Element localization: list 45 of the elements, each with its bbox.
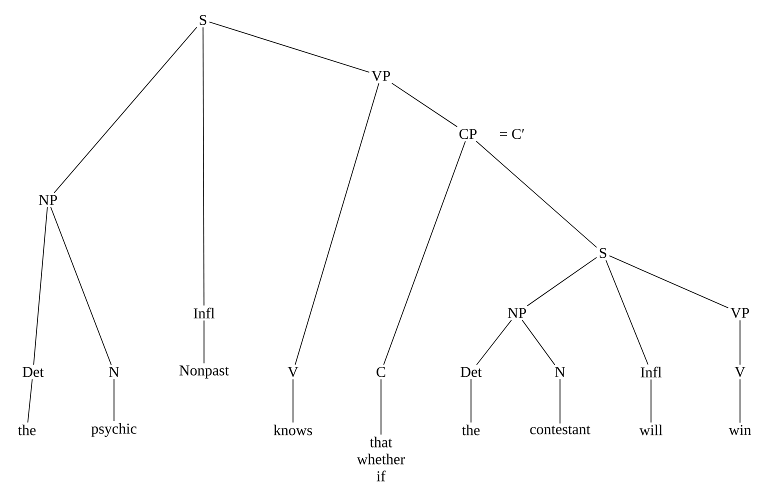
tree-branch [292,378,294,423]
tree-branch [391,82,458,128]
tree-branch [383,140,466,366]
category-label: N [555,367,566,377]
category-label: VP [372,70,390,81]
tree-branch [202,26,204,306]
handwritten-note: = C′ [500,128,524,140]
category-label: Infl [640,366,662,378]
category-label: V [734,366,746,378]
tree-branch [27,378,33,423]
category-label: Infl [194,308,215,318]
tree-branch [380,378,382,435]
tree-branch [50,206,112,366]
tree-branch [476,140,598,248]
word-label: contestant [530,426,590,434]
category-label: N [109,367,120,377]
tree-branch [650,379,652,423]
category-label: Det [460,367,482,377]
tree-branch [294,82,380,366]
category-label: NP [38,195,57,205]
tree-branch [608,255,729,308]
category-label: Det [22,367,44,377]
word-label: will [639,424,662,436]
tree-branch [54,26,198,194]
category-label: V [288,366,298,378]
category-label: CP [459,128,477,140]
word-label: win [728,424,752,436]
word-label: that whether if [356,436,406,482]
word-label: knows [274,424,312,436]
tree-branch [470,378,472,423]
word-label: the [18,424,36,436]
tree-branch [33,206,48,366]
word-label: the [462,424,480,436]
tree-branch [606,260,648,365]
word-label: psychic [91,423,136,437]
word-label: Nonpast [179,366,229,378]
tree-branch [208,22,370,73]
category-label: VP [730,308,749,318]
category-label: S [600,248,606,258]
category-label: NP [508,308,526,318]
tree-branch [526,257,598,306]
category-label: C [376,366,386,378]
tree-branch [522,320,556,366]
category-label: S [200,14,206,26]
tree-branch [476,320,512,366]
